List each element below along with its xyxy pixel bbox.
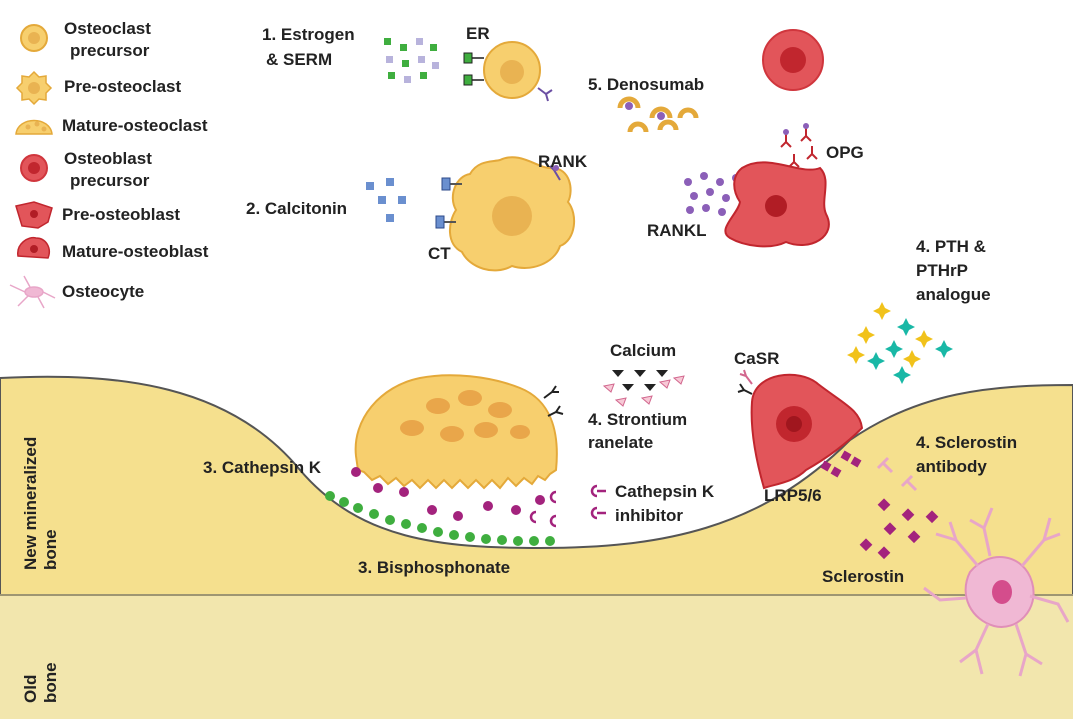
legend-label-mature-osteoblast: Mature-osteoblast [62,242,209,261]
opg-label: OPG [826,143,864,162]
osteocyte-cell [923,507,1070,677]
osteoblast-precursor-top [762,29,824,91]
calcium-strontium-molecules [602,370,685,407]
calcitonin-label: 2. Calcitonin [246,199,347,218]
bisphosphonate-label: 3. Bisphosphonate [358,558,510,577]
estrogen-label: 1. Estrogen& SERM [262,25,355,69]
osteoclast-precursor-icon [20,24,48,52]
legend-label-mature-osteoclast: Mature-osteoclast [62,116,208,135]
rankl-label: RANKL [647,221,707,240]
opg-molecules [780,123,818,168]
er-label: ER [466,24,490,43]
pth-molecules [847,302,953,384]
sclerostin-label: Sclerostin [822,567,904,586]
osteocyte-icon [9,275,56,309]
mature-osteoclast-icon [15,119,53,135]
mature-osteoblast-cell [737,369,864,490]
pre-osteoblast-cell [724,161,830,248]
legend-icons [9,24,56,309]
cathepsin-k-label: 3. Cathepsin K [203,458,322,477]
old-bone-label: Oldbone [21,662,60,703]
new-bone-label: New mineralizedbone [21,437,60,570]
legend-label-osteocyte: Osteocyte [62,282,144,301]
calcium-label: Calcium [610,341,676,360]
osteoblast-precursor-icon [20,154,48,182]
estrogen-molecules [384,38,439,83]
pre-osteoclast-icon [15,70,53,106]
casr-label: CaSR [734,349,779,368]
legend-label-pre-osteoclast: Pre-osteoclast [64,77,181,96]
new-bone-layer [0,375,1073,596]
calcitonin-molecules [366,178,406,222]
lrp56-receptors [820,450,862,478]
er-osteoclast-precursor [463,41,553,102]
old-bone-layer [0,595,1073,719]
denosumab-molecules [617,96,699,133]
legend-label-pre-osteoblast: Pre-osteoblast [62,205,180,224]
pre-osteoclast-ct-rank [435,156,576,272]
rankl-molecules [684,172,740,216]
cathepsin-inhibitor-molecules [529,484,606,528]
lrp-label: LRP5/6 [764,486,822,505]
denosumab-label: 5. Denosumab [588,75,704,94]
sclerostin-molecules [859,456,939,560]
pre-osteoblast-icon [15,201,53,229]
mature-osteoclast-cell [354,374,564,490]
ct-label: CT [428,244,451,263]
rank-label: RANK [538,152,588,171]
cathepsin-k-molecules [351,467,545,521]
mature-osteoblast-icon [17,236,50,259]
bisphosphonate-molecules [325,491,555,546]
